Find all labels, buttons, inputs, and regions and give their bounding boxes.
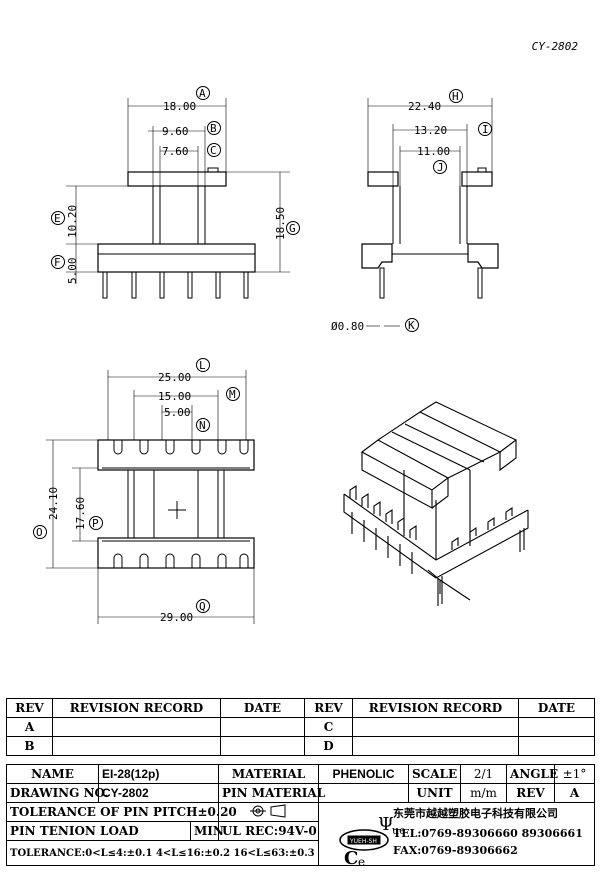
dim-g-letter: G [289, 222, 296, 235]
revision-record-header-right: REVISION RECORD [352, 698, 519, 718]
scale-value: 2/1 [460, 764, 508, 784]
dim-m-value: 15.00 [158, 390, 191, 403]
company-block: 东莞市越越塑胶电子科技有限公司 TEL:0769-89306660 893066… [318, 802, 596, 866]
date-header-right: DATE [518, 698, 595, 718]
dim-b-value: 9.60 [162, 125, 189, 138]
drawing-title: CY-2802 [532, 40, 579, 53]
dim-o-value: 24.10 [47, 487, 60, 520]
technical-drawing: CY-2802 18.00 A 9.60 B 7.60 C 10.20 5.00… [33, 40, 579, 624]
revision-record-cell [52, 736, 221, 756]
title-block: NAME EI-28(12p) MATERIAL PHENOLIC SCALE … [5, 764, 596, 866]
dim-i-letter: I [482, 123, 489, 136]
rev-row-d: D [304, 736, 353, 756]
dim-m-letter: M [229, 388, 236, 401]
rev-label: REV [506, 783, 556, 803]
dim-h-letter: H [452, 90, 459, 103]
angle-label: ANGLE [506, 764, 558, 784]
date-cell [518, 736, 595, 756]
angle-value: ±1° [554, 764, 596, 784]
dim-a-letter: A [199, 87, 206, 100]
general-tolerance: TOLERANCE:0<L≤4:±0.1 4<L≤16:±0.2 16<L≤63… [5, 840, 320, 866]
dim-n-letter: N [199, 419, 206, 432]
name-value: EI-28(12p) [97, 764, 220, 784]
dim-g-value: 18.50 [274, 207, 287, 240]
dim-e-value: 10.20 [66, 205, 79, 238]
rev-value: A [554, 783, 596, 803]
dim-c-value: 7.60 [162, 145, 189, 158]
name-label: NAME [6, 764, 99, 784]
dim-b-letter: B [210, 122, 217, 135]
dim-q-value: 29.00 [160, 611, 193, 624]
ul-rec: UL REC:94V-0 [218, 821, 320, 841]
logo-psi: Ψ [378, 814, 394, 835]
unit-value: m/m [460, 783, 508, 803]
pin-tension-label: PIN TENION LOAD [6, 821, 191, 841]
date-header: DATE [220, 698, 305, 718]
scale-label: SCALE [408, 764, 462, 784]
material-value: PHENOLIC [318, 764, 410, 784]
revision-record-header: REVISION RECORD [52, 698, 221, 718]
dim-h-value: 22.40 [408, 100, 441, 113]
projection-symbol-icon [249, 803, 286, 818]
rev-header-right: REV [304, 698, 353, 718]
logo-e: e [358, 855, 365, 869]
company-fax: FAX:0769-89306662 [393, 844, 518, 857]
logo-small-text: YUEH-SH [349, 838, 377, 845]
front-view: 18.00 A 9.60 B 7.60 C 10.20 5.00 E F 18.… [51, 86, 300, 299]
date-cell [220, 736, 305, 756]
logo-ue: ue [392, 824, 406, 837]
side-view: 22.40 H 13.20 I 11.00 J Ø0.80 K [331, 89, 499, 333]
dim-e-letter: E [54, 212, 61, 225]
unit-label: UNIT [408, 783, 462, 803]
date-cell [518, 717, 595, 737]
dim-a-value: 18.00 [163, 100, 196, 113]
company-name: 东莞市越越塑胶电子科技有限公司 [393, 807, 559, 820]
rev-row-b: B [6, 736, 53, 756]
dim-k-value: Ø0.80 [331, 320, 364, 333]
revision-table: REV REVISION RECORD DATE REV REVISION RE… [6, 698, 595, 756]
drawing-no-value: CY-2802 [97, 783, 220, 803]
pin-pitch-tolerance: TOLERANCE OF PIN PITCH±0.20 [5, 802, 237, 822]
rev-row-a: A [6, 717, 53, 737]
revision-record-cell [352, 736, 519, 756]
dim-o-letter: O [36, 526, 43, 539]
pin-tension-min: MIN [189, 821, 224, 841]
dim-n-value: 5.00 [164, 406, 191, 419]
isometric-view [343, 401, 529, 606]
rev-row-c: C [304, 717, 353, 737]
dim-l-letter: L [199, 359, 206, 372]
dim-p-value: 17.60 [74, 497, 87, 530]
date-cell [220, 717, 305, 737]
logo-c: C [344, 848, 358, 869]
dim-i-value: 13.20 [414, 124, 447, 137]
revision-record-cell [352, 717, 519, 737]
company-tel: TEL:0769-89306660 89306661 [393, 827, 583, 840]
dim-f-value: 5.00 [66, 258, 79, 285]
dim-l-value: 25.00 [158, 371, 191, 384]
rev-header: REV [6, 698, 53, 718]
dim-q-letter: Q [199, 600, 206, 613]
dim-f-letter: F [54, 256, 61, 269]
dim-j-value: 11.00 [417, 145, 450, 158]
dim-p-letter: P [92, 517, 99, 530]
material-label: MATERIAL [218, 764, 320, 784]
revision-record-cell [52, 717, 221, 737]
company-logo-icon: YUEH-SH C e Ψ ue [339, 814, 406, 869]
dim-c-letter: C [210, 144, 217, 157]
drawing-no-label: DRAWING NO. [6, 783, 108, 803]
dim-j-letter: J [437, 161, 444, 174]
pin-material-label: PIN MATERIAL [218, 783, 325, 803]
dim-k-letter: K [408, 319, 415, 332]
bottom-view: 25.00 L 15.00 M 5.00 N 24.10 O 17.60 P 2… [33, 358, 255, 624]
pin-material-value [318, 783, 410, 803]
